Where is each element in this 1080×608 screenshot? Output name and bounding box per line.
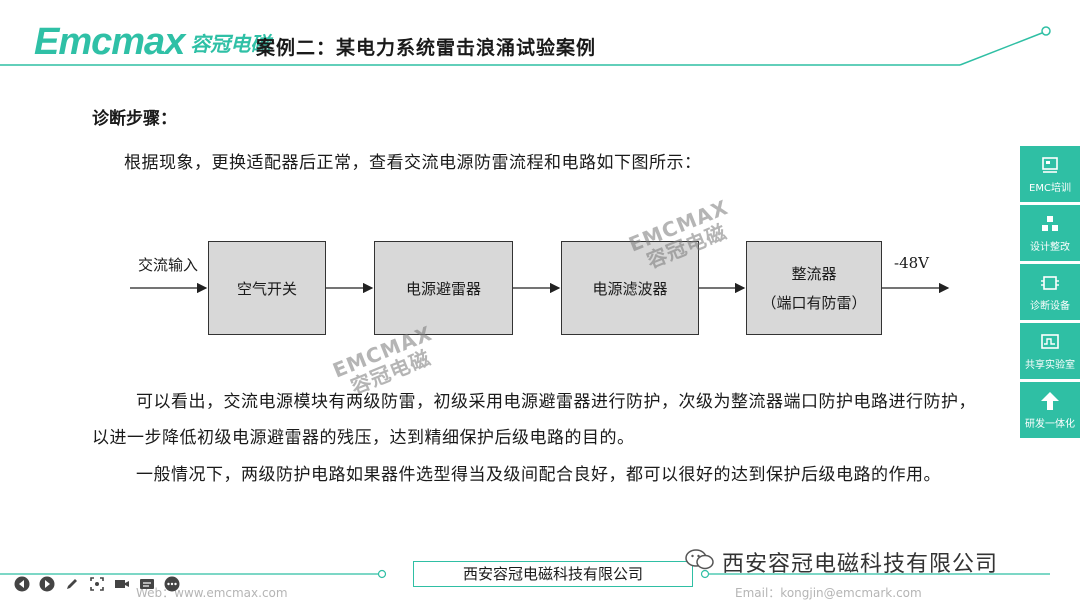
slideshow-controls bbox=[14, 576, 180, 592]
wechat-icon bbox=[685, 549, 714, 570]
next-icon bbox=[39, 576, 55, 592]
next-button[interactable] bbox=[39, 576, 55, 592]
training-icon bbox=[1042, 156, 1058, 173]
input-label: 交流输入 bbox=[138, 256, 199, 274]
sidebar-item-label: 诊断设备 bbox=[1030, 300, 1070, 312]
block-label: 整流器 bbox=[791, 265, 837, 283]
header-line bbox=[0, 26, 1051, 66]
sidebar-item-label: 共享实验室 bbox=[1025, 359, 1075, 371]
diagram-connectors bbox=[130, 282, 950, 294]
power-arrester-block: 电源避雷器 bbox=[374, 241, 513, 335]
more-button[interactable] bbox=[164, 576, 180, 592]
power-filter-block: 电源滤波器 bbox=[561, 241, 699, 335]
block-label: 电源滤波器 bbox=[592, 279, 668, 298]
sidebar-item-shared-lab[interactable]: 共享实验室 bbox=[1020, 323, 1080, 379]
block-label: 空气开关 bbox=[236, 279, 297, 298]
sidebar-item-label: 设计整改 bbox=[1030, 241, 1070, 253]
sidebar-item-emc-training[interactable]: EMC培训 bbox=[1020, 146, 1080, 202]
sidebar-item-rd[interactable]: 研发一体化 bbox=[1020, 382, 1080, 438]
more-icon bbox=[164, 576, 180, 592]
design-icon bbox=[1042, 215, 1058, 231]
output-label: -48V bbox=[894, 254, 929, 272]
pen-icon bbox=[67, 579, 77, 589]
block-label: 电源避雷器 bbox=[405, 279, 481, 298]
intro-text: 根据现象，更换适配器后正常，查看交流电源防雷流程和电路如下图所示： bbox=[124, 153, 702, 173]
previous-icon bbox=[14, 576, 30, 592]
camera-button[interactable] bbox=[114, 576, 130, 592]
air-switch-block: 空气开关 bbox=[208, 241, 326, 335]
arrow-up-icon bbox=[1041, 391, 1059, 410]
camera-icon bbox=[115, 580, 129, 588]
section-heading: 诊断步骤： bbox=[92, 109, 177, 129]
paragraph: 一般情况下，两级防护电路如果器件选型得当及级间配合良好，都可以很好的达到保护后级… bbox=[136, 465, 941, 485]
page-title: 案例二：某电力系统雷击浪涌试验案例 bbox=[256, 37, 597, 59]
previous-button[interactable] bbox=[14, 576, 30, 592]
lab-icon bbox=[1041, 333, 1059, 349]
zoom-icon bbox=[90, 577, 104, 591]
sidebar-item-design[interactable]: 设计整改 bbox=[1020, 205, 1080, 261]
surge-protection-diagram: 交流输入 -48V 空气开关 电源避雷器 电源滤波器 整流器 （端口有防雷） bbox=[130, 238, 960, 340]
footer-company-box: 西安容冠电磁科技有限公司 bbox=[413, 561, 693, 587]
footer-company-name: 西安容冠电磁科技有限公司 bbox=[722, 552, 999, 577]
paragraph: 可以看出，交流电源模块有两级防雷，初级采用电源避雷器进行防护，次级为整流器端口防… bbox=[92, 392, 976, 448]
logo-wordmark: Emcmax bbox=[34, 21, 185, 63]
pen-button[interactable] bbox=[64, 576, 80, 592]
footer-email: Email：kongjin@emcmark.com bbox=[735, 586, 922, 600]
diagnosis-icon bbox=[1041, 275, 1059, 290]
company-logo: Emcmax 容冠电磁 bbox=[34, 22, 270, 62]
block-sublabel: （端口有防雷） bbox=[761, 294, 867, 312]
sidebar-item-diagnosis[interactable]: 诊断设备 bbox=[1020, 264, 1080, 320]
subtitle-button[interactable] bbox=[139, 576, 155, 592]
zoom-button[interactable] bbox=[89, 576, 105, 592]
rectifier-block: 整流器 （端口有防雷） bbox=[746, 241, 882, 335]
right-sidebar: EMC培训 设计整改 诊断设备 共享实验室 研发一体化 bbox=[1020, 146, 1080, 441]
sidebar-item-label: EMC培训 bbox=[1029, 182, 1071, 194]
sidebar-item-label: 研发一体化 bbox=[1025, 418, 1075, 430]
subtitle-icon bbox=[140, 579, 154, 589]
footer-line bbox=[0, 569, 1050, 579]
logo-chinese: 容冠电磁 bbox=[190, 32, 271, 56]
